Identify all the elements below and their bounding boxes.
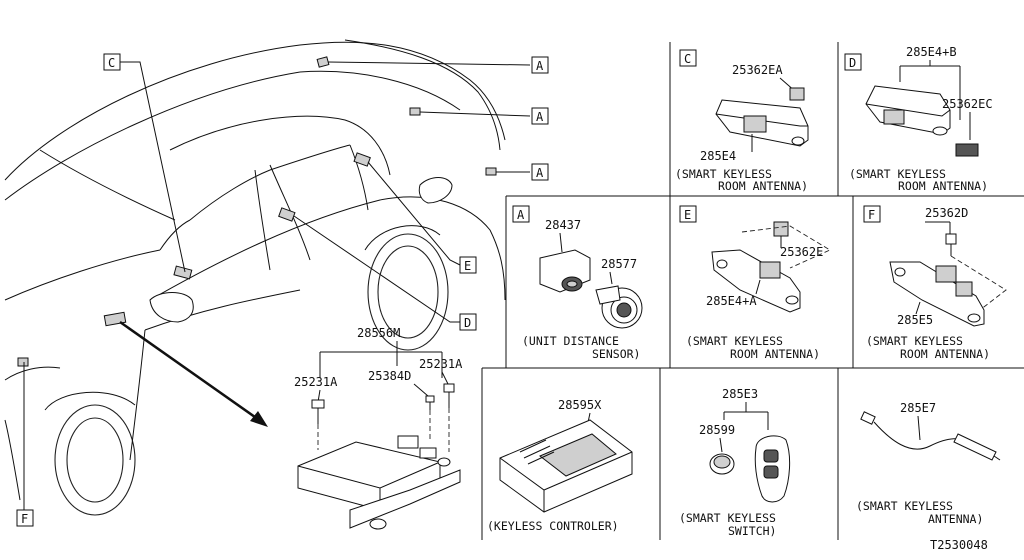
part-number: 285E4+B	[906, 45, 957, 59]
panel-caption: SENSOR)	[592, 347, 640, 361]
panel-caption: ROOM ANTENNA)	[900, 347, 990, 361]
part-number: 25362EA	[732, 63, 783, 77]
part-number: 25231A	[294, 375, 338, 389]
svg-text:C: C	[108, 56, 115, 70]
part-number: 285E4	[700, 149, 736, 163]
panel-caption: ROOM ANTENNA)	[730, 347, 820, 361]
callout-a-1: A	[531, 56, 549, 74]
part-number: 25362EC	[942, 97, 993, 111]
car-illustration	[4, 39, 531, 516]
panel-caption: ROOM ANTENNA)	[898, 179, 988, 193]
part-number: 25384D	[368, 369, 411, 383]
part-number: 285E4+A	[706, 294, 757, 308]
panel-caption: (SMART KEYLESS	[686, 334, 783, 348]
callout-f: F	[16, 509, 34, 527]
panel-caption: (SMART KEYLESS	[856, 499, 953, 513]
part-number: 25231A	[419, 357, 463, 371]
svg-text:A: A	[536, 166, 544, 180]
panel-e: E 25362E 285E4+A (SMART KEYLESS ROOM ANT…	[679, 205, 831, 361]
panel-keyless-controller: 28595X (KEYLESS CONTROLER)	[487, 398, 633, 533]
part-number: 28595X	[558, 398, 602, 412]
panel-caption: SWITCH)	[728, 524, 776, 538]
part-number: 28437	[545, 218, 581, 232]
panel-caption: (SMART KEYLESS	[675, 167, 772, 181]
panel-frames	[481, 42, 1024, 540]
panel-caption: ANTENNA)	[928, 512, 983, 526]
figure-id: T2530048	[930, 538, 988, 552]
part-number: 28577	[601, 257, 637, 271]
callout-a-3: A	[531, 163, 549, 181]
svg-text:A: A	[536, 59, 544, 73]
svg-text:F: F	[868, 208, 875, 222]
part-number: 28556M	[357, 326, 400, 340]
panel-caption: (SMART KEYLESS	[849, 167, 946, 181]
controller-assembly: 28556M 25231A 25384D 25231A	[294, 326, 463, 530]
svg-text:E: E	[684, 208, 691, 222]
panel-f: F 25362D 285E5 (SMART KEYLESS ROOM ANTEN…	[863, 205, 1007, 361]
svg-text:F: F	[21, 512, 28, 526]
svg-text:A: A	[517, 208, 525, 222]
svg-text:C: C	[684, 52, 691, 66]
panel-d: D 285E4+B 25362EC (SMART KEYLESS ROOM AN…	[844, 45, 993, 193]
panel-caption: (SMART KEYLESS	[866, 334, 963, 348]
svg-text:E: E	[464, 259, 471, 273]
callout-e: E	[459, 256, 477, 274]
panel-c: C 25362EA 285E4 (SMART KEYLESS ROOM ANTE…	[675, 49, 809, 193]
callout-d: D	[459, 313, 477, 331]
panel-a: A 28437 28577 (UNIT DISTANCE SENSOR)	[512, 205, 643, 361]
svg-text:A: A	[536, 110, 544, 124]
panel-caption: (KEYLESS CONTROLER)	[487, 519, 619, 533]
panel-caption: (SMART KEYLESS	[679, 511, 776, 525]
part-number: 285E7	[900, 401, 936, 415]
callout-c: C	[103, 53, 121, 71]
panel-switch: 285E3 28599 (SMART KEYLESS SWITCH)	[679, 387, 791, 538]
part-number: 25362E	[780, 245, 823, 259]
callout-a-2: A	[531, 107, 549, 125]
part-number: 28599	[699, 423, 735, 437]
panel-antenna: 285E7 (SMART KEYLESS ANTENNA)	[856, 401, 1001, 526]
part-number: 285E3	[722, 387, 758, 401]
part-number: 25362D	[925, 206, 968, 220]
panel-caption: ROOM ANTENNA)	[718, 179, 808, 193]
panel-caption: (UNIT DISTANCE	[522, 334, 619, 348]
svg-text:D: D	[464, 316, 471, 330]
svg-text:D: D	[849, 56, 856, 70]
part-number: 285E5	[897, 313, 933, 327]
